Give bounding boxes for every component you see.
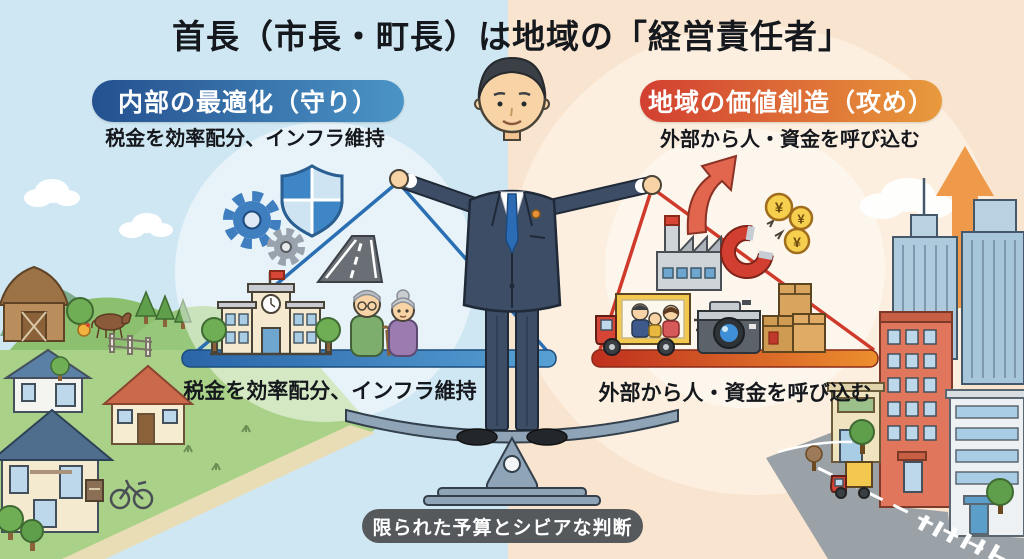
nose bbox=[510, 107, 513, 117]
left-subtitle: 税金を効率配分、インフラ維持 bbox=[105, 127, 385, 150]
tie bbox=[505, 193, 519, 255]
gears-icon bbox=[223, 191, 305, 266]
path bbox=[62, 425, 375, 559]
fence-icon bbox=[107, 333, 153, 357]
tree-icon bbox=[805, 419, 1014, 514]
elderly-couple-icon bbox=[350, 289, 418, 357]
eye bbox=[497, 101, 503, 107]
yen-symbol: ¥ bbox=[797, 212, 805, 227]
right-badge: 地域の価値創造（攻め） bbox=[640, 80, 942, 122]
camera-icon bbox=[697, 300, 761, 354]
left-badge: 内部の最適化（守り） bbox=[92, 80, 404, 122]
school-icon bbox=[201, 270, 341, 356]
family-truck-icon bbox=[595, 293, 712, 356]
eyebrows bbox=[493, 91, 531, 97]
right-shoe bbox=[526, 428, 568, 446]
factory-icon bbox=[656, 215, 722, 291]
right-tray-label: 外部から人・資金を呼び込む bbox=[598, 382, 872, 405]
left-hand bbox=[389, 169, 409, 189]
seesaw-beam bbox=[345, 408, 679, 444]
lapels bbox=[491, 191, 533, 227]
yen-symbol: ¥ bbox=[775, 200, 784, 217]
skyscraper-icon bbox=[961, 199, 1024, 385]
crosswalk bbox=[917, 514, 1001, 559]
house-icon bbox=[2, 348, 94, 413]
mailbox-icon bbox=[85, 479, 104, 502]
left-arm-fill bbox=[397, 174, 483, 213]
tree-icon bbox=[0, 356, 70, 551]
house-icon bbox=[101, 364, 195, 445]
yen-coins-icon: ¥ ¥ ¥ bbox=[764, 192, 814, 255]
building-icon bbox=[945, 389, 1024, 537]
bicycle-icon bbox=[109, 479, 154, 510]
road-icon bbox=[316, 235, 384, 283]
horse-icon bbox=[91, 312, 132, 339]
left-shoe bbox=[456, 428, 498, 446]
barn-icon bbox=[0, 265, 70, 342]
grass-tufts bbox=[183, 425, 251, 471]
right-hand bbox=[642, 175, 662, 195]
growth-arrow-icon bbox=[686, 154, 738, 236]
shield-icon bbox=[280, 164, 344, 238]
hair bbox=[478, 56, 546, 99]
pocket-square bbox=[529, 235, 546, 239]
road-marking bbox=[777, 440, 853, 454]
yen-symbol: ¥ bbox=[793, 234, 801, 250]
chicken-icon bbox=[77, 323, 91, 337]
right-subtitle: 外部から人・資金を呼び込む bbox=[660, 128, 920, 151]
seesaw-base bbox=[423, 495, 601, 506]
lapel-pin bbox=[531, 209, 541, 219]
rural-scenery bbox=[0, 179, 375, 559]
right-arm-fill bbox=[541, 178, 655, 215]
fulcrum-pivot bbox=[503, 455, 521, 473]
delivery-truck-icon bbox=[829, 461, 873, 499]
footer-note: 限られた予算とシビアな判断 bbox=[362, 509, 643, 543]
building-icon bbox=[879, 311, 953, 508]
mayor-figure bbox=[389, 56, 662, 446]
city-scenery bbox=[766, 146, 1024, 559]
seesaw bbox=[345, 408, 679, 506]
left-tray-label: 税金を効率配分、インフラ維持 bbox=[183, 380, 477, 403]
cloud-icon bbox=[24, 179, 173, 238]
page-title: 首長（市長・町長）は地域の「経営責任者」 bbox=[172, 18, 852, 55]
trouser-creases bbox=[496, 316, 528, 426]
mouth bbox=[502, 119, 522, 126]
magnet-icon bbox=[720, 218, 785, 279]
road bbox=[766, 430, 1024, 559]
eye bbox=[521, 101, 527, 107]
cardboard-boxes-icon bbox=[762, 283, 826, 353]
jacket-button bbox=[509, 283, 515, 289]
